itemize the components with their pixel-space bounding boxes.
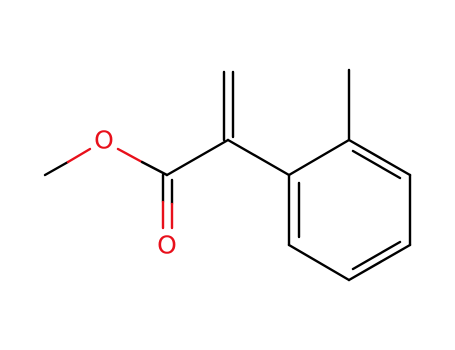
ring-bond-4-inner <box>351 240 402 271</box>
ring-bond-2 <box>347 138 412 177</box>
bond-ester-oxygen-carbonyl-red <box>116 147 144 164</box>
ring-bond-2-inner <box>351 149 402 180</box>
bond-ester-oxygen-carbonyl <box>140 160 169 177</box>
ester-oxygen-label: O <box>94 126 114 155</box>
bond-carbonyl-alpha <box>165 138 230 177</box>
ring-bond-5 <box>287 243 351 282</box>
bond-methyl-ester-oxygen-red <box>66 147 92 164</box>
ring-bond-1 <box>287 138 351 177</box>
carbonyl-oxygen-label: O <box>157 231 177 260</box>
bond-alpha-ring <box>226 138 291 177</box>
ring-bond-4 <box>347 243 412 282</box>
bond-methyl-ester-oxygen <box>43 160 70 177</box>
